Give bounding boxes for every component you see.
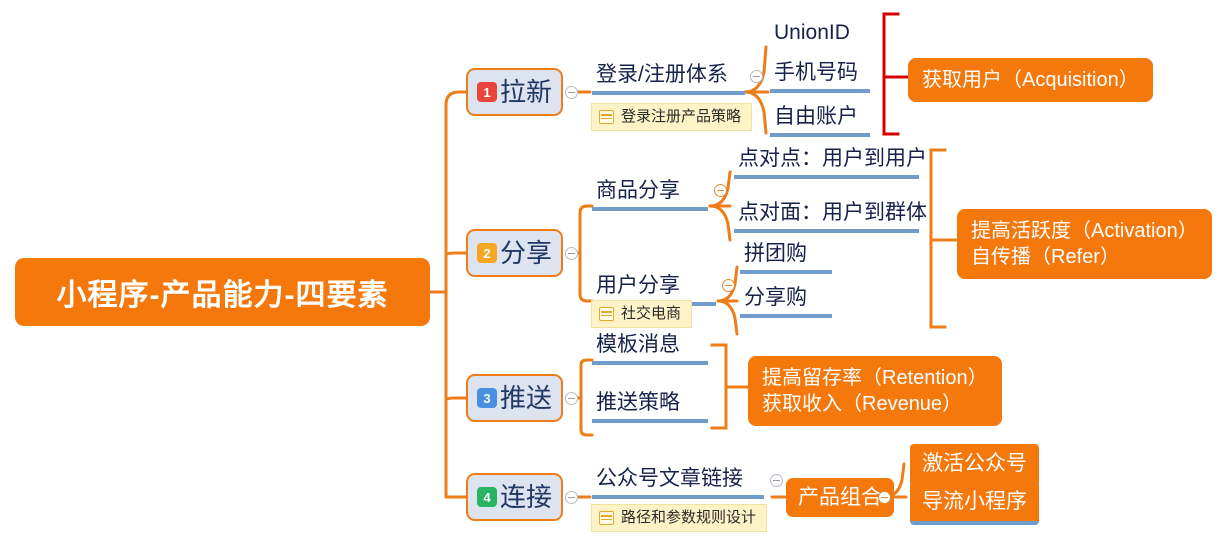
collapse-toggle-branch-2[interactable] [565, 247, 578, 260]
branch-label-2: 分享 [500, 238, 553, 268]
callout-line-2: 获取收入（Revenue） [762, 393, 963, 415]
branch-node-1[interactable]: 1 拉新 [466, 68, 563, 116]
branch-badge-1: 1 [477, 82, 497, 102]
topic-push-strategy[interactable]: 推送策略 [592, 390, 708, 423]
branch-label-4: 连接 [500, 482, 553, 512]
branch-node-4[interactable]: 4 连接 [466, 473, 563, 521]
root-node[interactable]: 小程序-产品能力-四要素 [15, 258, 430, 326]
collapse-toggle-branch-1[interactable] [565, 86, 578, 99]
leaf-free-account[interactable]: 自由账户 [770, 104, 870, 137]
leaf-activate-official-account[interactable]: 激活公众号 [910, 444, 1039, 487]
note-label: 登录注册产品策略 [621, 108, 742, 125]
note-label: 路径和参数规则设计 [621, 509, 757, 526]
note-path-param-rules[interactable]: 路径和参数规则设计 [591, 504, 768, 532]
callout-line-2: 自传播（Refer） [971, 246, 1120, 268]
note-social-ecommerce[interactable]: 社交电商 [591, 300, 693, 328]
branch-node-2[interactable]: 2 分享 [466, 229, 563, 277]
leaf-group-buy[interactable]: 拼团购 [740, 241, 832, 274]
collapse-toggle-article-link[interactable] [770, 474, 783, 487]
callout-line-1: 提高活跃度（Activation） [971, 220, 1198, 242]
callout-line-1: 提高留存率（Retention） [762, 367, 988, 389]
callout-activation-refer[interactable]: 提高活跃度（Activation） 自传播（Refer） [957, 209, 1212, 279]
note-icon [599, 307, 614, 321]
leaf-drive-to-miniprogram[interactable]: 导流小程序 [910, 482, 1039, 525]
branch-badge-4: 4 [477, 487, 497, 507]
leaf-p2g-user-to-group[interactable]: 点对面：用户到群体 [734, 200, 927, 233]
note-icon [599, 511, 614, 525]
branch-badge-3: 3 [477, 388, 497, 408]
leaf-phone-number[interactable]: 手机号码 [770, 60, 870, 93]
topic-login-system[interactable]: 登录/注册体系 [592, 62, 745, 95]
note-icon [599, 110, 614, 124]
collapse-toggle-product-share[interactable] [714, 184, 727, 197]
callout-acquisition[interactable]: 获取用户（Acquisition） [908, 58, 1153, 102]
topic-template-message[interactable]: 模板消息 [592, 332, 708, 365]
topic-official-account-article-link[interactable]: 公众号文章链接 [592, 466, 764, 499]
topic-product-share[interactable]: 商品分享 [592, 178, 708, 211]
callout-retention-revenue[interactable]: 提高留存率（Retention） 获取收入（Revenue） [748, 356, 1002, 426]
root-label: 小程序-产品能力-四要素 [56, 279, 389, 312]
branch-badge-2: 2 [477, 243, 497, 263]
collapse-toggle-login-system[interactable] [750, 70, 763, 83]
topic-product-combination[interactable]: 产品组合 [786, 478, 894, 517]
leaf-share-buy[interactable]: 分享购 [740, 285, 832, 318]
leaf-p2p-user-to-user[interactable]: 点对点：用户到用户 [734, 146, 927, 179]
collapse-toggle-branch-3[interactable] [565, 392, 578, 405]
note-label: 社交电商 [621, 305, 682, 322]
collapse-toggle-product-combination[interactable] [878, 491, 891, 504]
branch-node-3[interactable]: 3 推送 [466, 374, 563, 422]
leaf-unionid[interactable]: UnionID [774, 21, 850, 44]
branch-label-3: 推送 [500, 383, 553, 413]
collapse-toggle-branch-4[interactable] [565, 491, 578, 504]
callout-line-1: 获取用户（Acquisition） [922, 69, 1139, 91]
branch-label-1: 拉新 [500, 77, 553, 107]
collapse-toggle-user-share[interactable] [722, 279, 735, 292]
note-login-strategy[interactable]: 登录注册产品策略 [591, 103, 753, 131]
